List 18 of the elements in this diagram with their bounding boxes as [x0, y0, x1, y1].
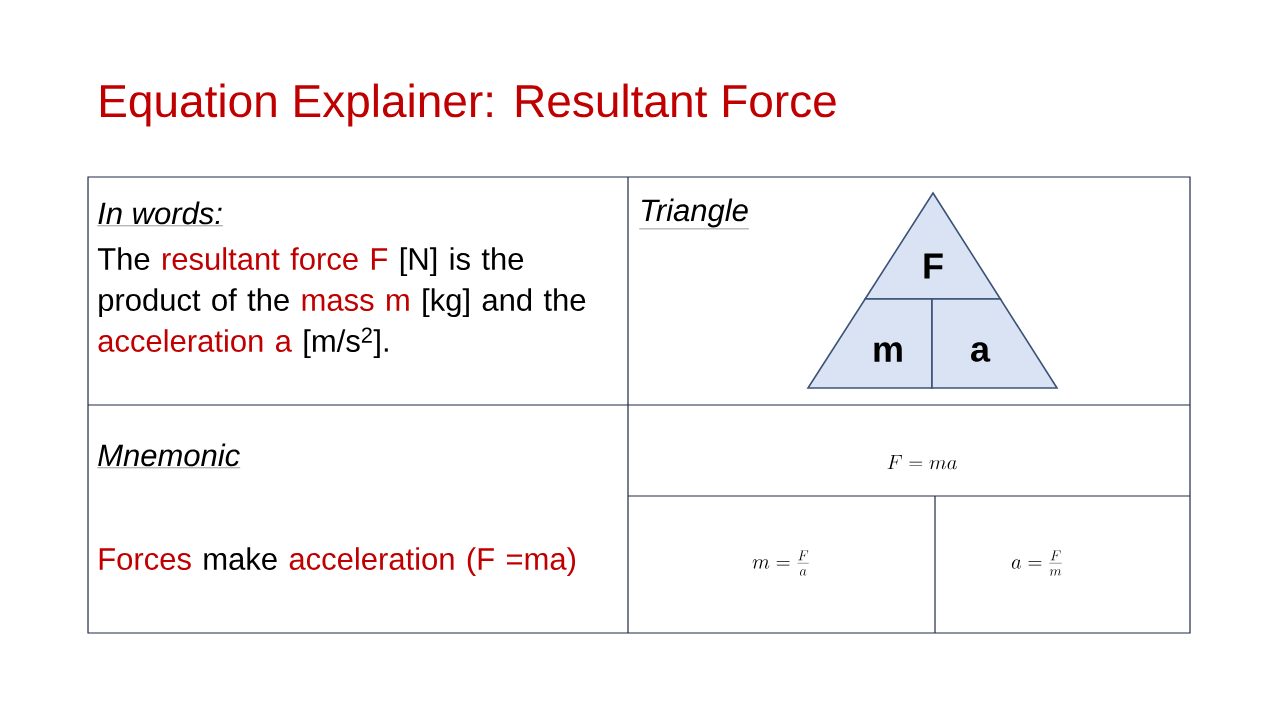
triangle-section: a: [931, 298, 1059, 389]
label: [kg] and the: [423, 288, 586, 318]
mnemonic-text: Forces make acceleration (F =ma): [99, 547, 575, 577]
section-heading: Triangle: [639, 198, 750, 230]
section-heading: Mnemonic: [97, 443, 241, 468]
label: acceleration a: [98, 329, 292, 352]
label: product of the: [99, 288, 289, 318]
description-text: The resultant force F [N] is the product of the mass m [kg] and the acceleration a [m/s$^{2}$].: [97, 247, 586, 359]
label: [N] is the: [400, 247, 524, 277]
label: The: [97, 247, 150, 270]
label: mass m: [302, 293, 409, 311]
equation: $m = \frac{F}{a}$: [752, 550, 809, 576]
equation: $F = ma$: [887, 454, 957, 470]
title: Equation Explainer: Resultant Force: [101, 83, 836, 127]
label: [m/s$^{2}$].: [304, 327, 388, 359]
equation: $a = \frac{F}{m}$: [1011, 550, 1062, 576]
label: resultant force F: [163, 247, 388, 270]
section-heading: In words:: [97, 201, 224, 226]
